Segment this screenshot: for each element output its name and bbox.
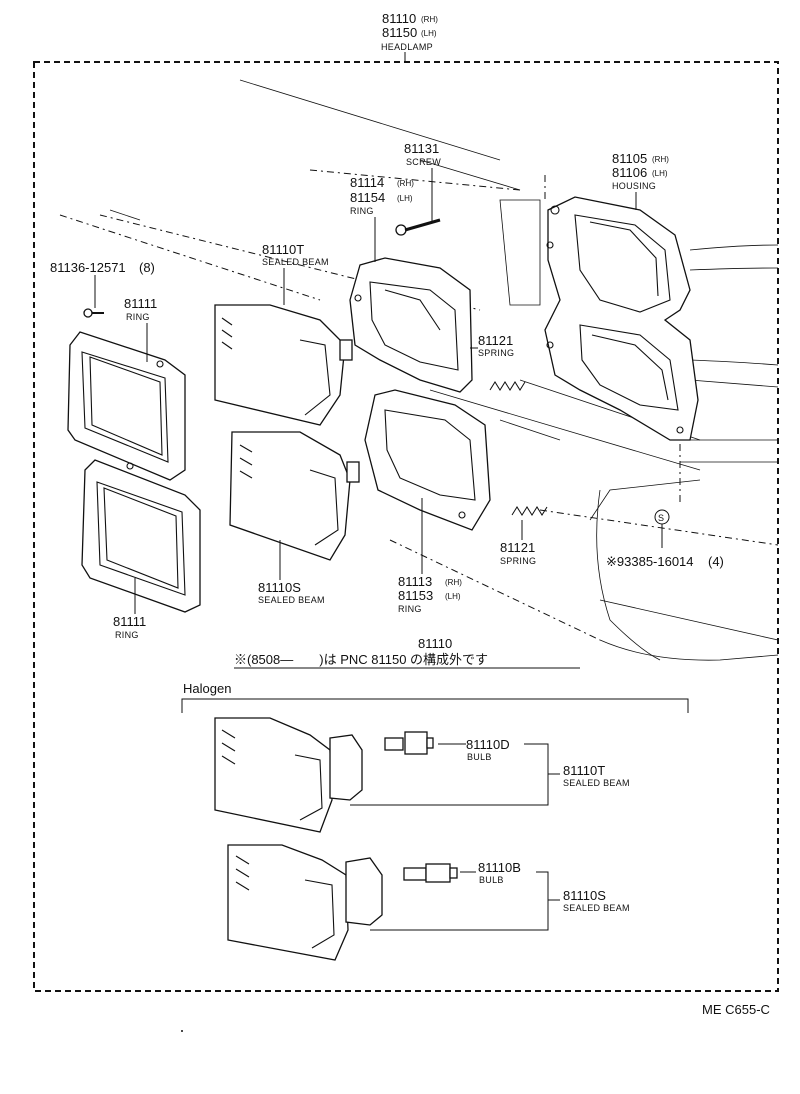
halogen-beam-t-part <box>214 717 363 833</box>
halogen-beam-s-pn: 81110S <box>563 888 606 903</box>
halogen-beam-t-name: SEALED BEAM <box>563 778 630 788</box>
ring-lower-part <box>364 389 491 531</box>
ring-outer-upper-name: RING <box>126 312 150 322</box>
halogen-bracket <box>181 698 689 713</box>
ring-lower-tag-lh: (LH) <box>445 592 461 601</box>
halogen-bulb-d-part <box>384 731 434 755</box>
halogen-bulb-b-pn: 81110B <box>478 860 521 875</box>
halogen-beam-s-bracket <box>370 871 560 931</box>
ring-upper-pn-rh: 81114 <box>350 175 384 190</box>
spring-upper-pn: 81121 <box>478 333 513 348</box>
housing-part <box>544 196 699 441</box>
halogen-bulb-b-name: BULB <box>479 875 504 885</box>
screw-part <box>395 218 441 236</box>
headlamp-name: HEADLAMP <box>381 42 433 52</box>
screw-pn: 81131 <box>404 141 439 156</box>
stray-dot <box>181 1030 183 1032</box>
halogen-bulb-d-pn: 81110D <box>466 737 510 752</box>
sealed-beam-upper-name: SEALED BEAM <box>262 257 329 267</box>
housing-pn-rh: 81105 <box>612 151 647 166</box>
note-text: ※(8508― )は PNC 81150 の構成外です <box>234 652 488 667</box>
spring-upper-name: SPRING <box>478 348 514 358</box>
ring-lower-tag-rh: (RH) <box>445 578 462 587</box>
sealed-beam-upper-part <box>214 304 353 426</box>
ring-upper-tag-lh: (LH) <box>397 194 413 203</box>
ring-upper-name: RING <box>350 206 374 216</box>
halogen-beam-s-name: SEALED BEAM <box>563 903 630 913</box>
headlamp-tag-lh: (LH) <box>421 29 437 38</box>
ring-lower-name: RING <box>398 604 422 614</box>
housing-tag-lh: (LH) <box>652 169 668 178</box>
housing-pn-lh: 81106 <box>612 165 647 180</box>
ring-upper-part <box>349 257 473 393</box>
ring-upper-pn-lh: 81154 <box>350 190 385 205</box>
spring-lower-part <box>511 506 548 516</box>
halogen-beam-t-pn: 81110T <box>563 763 605 778</box>
sealed-beam-lower-pn: 81110S <box>258 580 301 595</box>
ring-upper-tag-rh: (RH) <box>397 179 414 188</box>
headlamp-tag-rh: (RH) <box>421 15 438 24</box>
headlamp-pn-rh: 81110 <box>382 11 416 26</box>
ring-outer-lower-part <box>81 459 201 613</box>
screw-s-symbol: S <box>658 513 664 523</box>
ring-outer-upper-part <box>67 331 186 481</box>
bolt-part <box>83 308 104 318</box>
ring-lower-pn-rh: 81113 <box>398 574 432 589</box>
bolt-pn: 81136-12571 <box>50 260 126 275</box>
sealed-beam-lower-part <box>229 431 360 561</box>
screw-s-qty: (4) <box>708 554 724 569</box>
halogen-label: Halogen <box>183 681 231 696</box>
halogen-beam-s-part <box>227 844 383 961</box>
headlamp-frame <box>33 61 779 992</box>
ring-outer-upper-pn: 81111 <box>124 296 157 311</box>
note-pn: 81110 <box>418 636 452 651</box>
ring-outer-lower-pn: 81111 <box>113 614 146 629</box>
footer-code: ME C655-C <box>702 1002 770 1017</box>
sealed-beam-upper-pn: 81110T <box>262 242 304 257</box>
housing-tag-rh: (RH) <box>652 155 669 164</box>
halogen-bulb-b-part <box>403 863 458 883</box>
ring-outer-lower-name: RING <box>115 630 139 640</box>
ring-lower-pn-lh: 81153 <box>398 588 433 603</box>
headlamp-pn-lh: 81150 <box>382 25 417 40</box>
sealed-beam-lower-name: SEALED BEAM <box>258 595 325 605</box>
bolt-qty: (8) <box>139 260 155 275</box>
spring-lower-name: SPRING <box>500 556 536 566</box>
halogen-beam-t-bracket <box>350 743 560 806</box>
halogen-bulb-d-name: BULB <box>467 752 492 762</box>
screw-s-pn: ※93385-16014 <box>606 554 694 569</box>
screw-name: SCREW <box>406 157 441 167</box>
housing-name: HOUSING <box>612 181 656 191</box>
spring-upper-part <box>489 381 526 391</box>
spring-lower-pn: 81121 <box>500 540 535 555</box>
